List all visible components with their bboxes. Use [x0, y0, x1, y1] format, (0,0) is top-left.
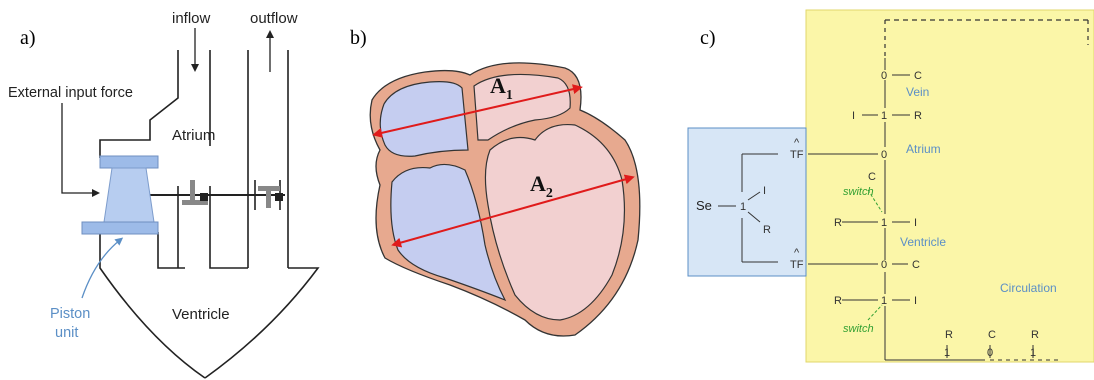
ventricle-r-label: R: [834, 217, 842, 229]
junction-1-se: 1: [740, 201, 746, 213]
junction-1-circ: 1: [881, 295, 887, 307]
ventricle-label-c: Ventricle: [900, 235, 946, 249]
inflow-label: inflow: [172, 10, 211, 27]
panel-a: a) inflow outflow: [8, 10, 318, 378]
bottom-1a: 1: [944, 347, 950, 359]
ventricle-i-label: I: [914, 217, 917, 229]
vein-c-label: C: [914, 70, 922, 82]
piston-label-line2: unit: [55, 325, 78, 341]
outflow-label: outflow: [250, 10, 298, 27]
bottom-1b: 1: [1030, 347, 1036, 359]
switch-label-1: switch: [843, 186, 874, 198]
piston-unit: [82, 156, 158, 234]
junction-1-ventricle: 1: [881, 217, 887, 229]
junction-0-atrium: 0: [881, 149, 887, 161]
atrium-c-label: C: [868, 171, 876, 183]
junction-1-vein: 1: [881, 110, 887, 122]
se-label: Se: [696, 198, 712, 213]
valves: [130, 180, 285, 208]
atrium-label: Atrium: [172, 127, 215, 144]
junction-0-vein: 0: [881, 70, 887, 82]
force-arrow: [62, 103, 96, 193]
panel-c-tag: c): [700, 27, 716, 49]
switch-label-2: switch: [843, 323, 874, 335]
bottom-c-label: C: [988, 329, 996, 341]
external-force-label: External input force: [8, 85, 133, 101]
circulation-label: Circulation: [1000, 281, 1057, 295]
vein-label: Vein: [906, 85, 929, 99]
panel-a-tag: a): [20, 27, 36, 49]
tf-top-hat: ^: [794, 137, 800, 149]
bottom-r2-label: R: [1031, 329, 1039, 341]
tf-top-label: TF: [790, 149, 804, 161]
piston-label-line1: Piston: [50, 306, 90, 322]
ventricle-label: Ventricle: [172, 306, 230, 323]
se-r-label: R: [763, 224, 771, 236]
panel-c: c): [688, 10, 1094, 362]
bottom-r1-label: R: [945, 329, 953, 341]
panel-b: b) A1 A2: [350, 27, 640, 336]
vein-r-label: R: [914, 110, 922, 122]
circ-r-label: R: [834, 295, 842, 307]
bottom-0: 0: [987, 347, 993, 359]
panel-b-tag: b): [350, 27, 367, 49]
junction-0-ventricle: 0: [881, 259, 887, 271]
vein-i-label: I: [852, 110, 855, 122]
atrium-label-c: Atrium: [906, 142, 941, 156]
se-i-label: I: [763, 185, 766, 197]
ventricle-c-label: C: [912, 259, 920, 271]
circ-i-label: I: [914, 295, 917, 307]
tf-bottom-hat: ^: [794, 247, 800, 259]
tf-bottom-label: TF: [790, 259, 804, 271]
